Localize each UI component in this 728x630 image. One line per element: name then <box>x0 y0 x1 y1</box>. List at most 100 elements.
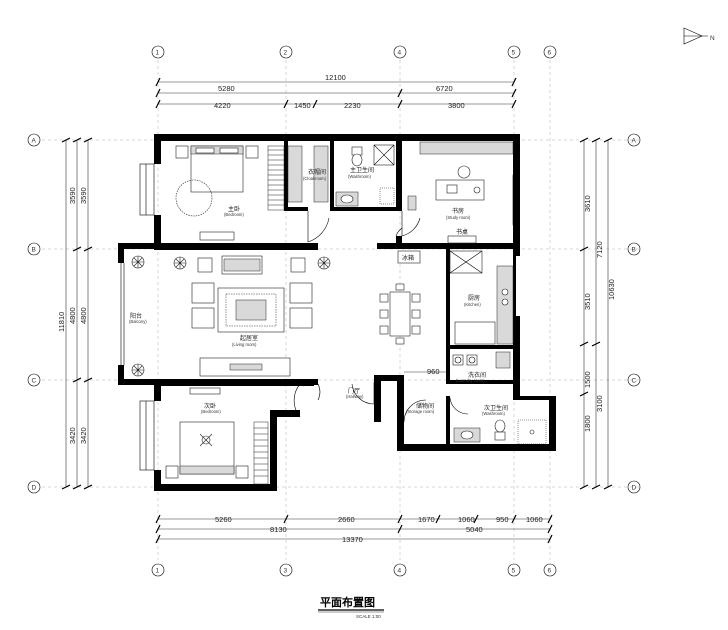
label-cloakroom-en: (Cloakroom) <box>303 176 327 181</box>
dim-top-5280: 5280 <box>218 84 235 93</box>
plan-title-block: 平面布置图 SCALE 1:00 <box>318 595 384 619</box>
dim-left-4800b: 4800 <box>79 307 88 324</box>
axis-rows-left: A B C D <box>27 133 41 494</box>
label-bath-2: 次卫生间 <box>484 404 508 412</box>
label-bedroom-2: 次卧 <box>204 402 216 410</box>
axis-rows-right: A B C D <box>627 133 641 494</box>
north-arrow-icon: N <box>683 27 715 45</box>
second-bedroom: 次卧 (Bedroom) <box>165 387 269 485</box>
plan-title: 平面布置图 <box>320 595 375 609</box>
label-master-bath-en: (Washroom) <box>348 174 371 179</box>
cloakroom: 衣帽间 (Cloakroom) <box>287 145 329 203</box>
armchair-right-top <box>289 282 313 304</box>
laundry: 洗衣间 (Laundry room) 960 <box>404 351 511 383</box>
axis-row-d-left: D <box>32 485 37 492</box>
dimensions-bottom: 5260 2660 1670 1060 950 1060 8130 5040 1… <box>155 514 553 544</box>
axis-row-b-left: B <box>32 247 36 254</box>
axis-col-5-bottom: 5 <box>512 568 516 575</box>
armchair-right-bottom <box>289 307 313 329</box>
axis-columns-bottom: 1 3 4 5 6 <box>151 563 557 577</box>
dim-bottom-1060b: 1060 <box>526 515 543 524</box>
north-label: N <box>710 35 715 42</box>
plant-icon <box>131 363 145 377</box>
storage: 储物间 (Storage room) <box>406 402 435 414</box>
axis-columns-top: 1 2 4 5 6 <box>151 45 557 59</box>
dimensions-top: 12100 5280 6720 4220 1450 2230 3800 <box>155 73 517 110</box>
dim-left-3590b: 3590 <box>79 187 88 204</box>
dim-left-overall: 11810 <box>57 312 66 332</box>
label-desk: 书桌 <box>456 228 468 236</box>
tv-cabinet <box>199 231 235 241</box>
dim-bottom-overall: 13370 <box>342 535 363 544</box>
bed-2 <box>179 421 235 475</box>
label-kitchen-en: (Kitchen) <box>464 302 481 307</box>
dim-top-2230: 2230 <box>344 101 361 110</box>
label-hallway-en: (Hallway) <box>346 394 364 399</box>
label-master-bath: 主卫生间 <box>350 166 374 174</box>
master-bedroom: 主卧 (Bedroom) <box>175 145 285 241</box>
balcony: 阳台 (Balcony) <box>129 255 147 377</box>
dimensions-left: 11810 3590 3590 4800 4800 3420 3420 <box>57 137 93 490</box>
dim-right-1500: 1500 <box>583 371 592 388</box>
dim-top-3800: 3800 <box>448 101 465 110</box>
kitchen: 冰箱 厨房 (Kitchen) <box>397 250 514 345</box>
round-rug <box>175 179 213 217</box>
axis-col-3-bottom: 3 <box>284 568 288 575</box>
label-living: 起居室 <box>240 334 258 342</box>
doors <box>293 211 469 423</box>
study-chair <box>457 165 471 179</box>
axis-col-5-top: 5 <box>512 50 516 57</box>
dim-top-4220: 4220 <box>214 101 231 110</box>
axis-col-1-top: 1 <box>156 50 160 57</box>
label-hallway: 门厅 <box>348 387 360 395</box>
axis-col-6-bottom: 6 <box>548 568 552 575</box>
toilet-icon <box>351 153 363 167</box>
toilet-tank-icon <box>494 431 506 441</box>
axis-row-c-right: C <box>632 378 637 385</box>
hallway: 门厅 (Hallway) <box>346 387 364 399</box>
dim-bottom-1670: 1670 <box>418 515 435 524</box>
label-kitchen: 厨房 <box>468 294 480 302</box>
walls <box>118 134 556 491</box>
dim-right-overall: 10630 <box>607 279 616 300</box>
dim-right-7120: 7120 <box>595 241 604 258</box>
dim-left-3590a: 3590 <box>68 187 77 204</box>
dim-bottom-950: 950 <box>496 515 509 524</box>
second-washroom: 次卫生间 (Washroom) <box>453 404 547 445</box>
dim-right-1800: 1800 <box>583 415 592 432</box>
label-bedroom-2-en: (Bedroom) <box>201 409 221 414</box>
label-laundry-en: (Laundry room) <box>456 378 485 383</box>
windows <box>139 163 520 471</box>
dim-left-3420a: 3420 <box>68 427 77 444</box>
shower-2 <box>517 419 547 445</box>
axis-row-a-right: A <box>632 138 637 145</box>
kitchen-island <box>454 321 496 345</box>
dim-top-overall: 12100 <box>325 73 346 82</box>
axis-col-4-bottom: 4 <box>398 568 402 575</box>
label-fridge: 冰箱 <box>402 254 414 262</box>
dim-bottom-1060a: 1060 <box>458 515 475 524</box>
armchair-left-bottom <box>191 307 215 329</box>
decor-icon <box>199 433 213 447</box>
label-living-en: (Living room) <box>232 342 257 347</box>
dining-table <box>389 291 411 337</box>
living-room: 起居室 (Living room) <box>173 255 331 377</box>
dim-left-4800a: 4800 <box>68 307 77 324</box>
dim-bottom-5260: 5260 <box>215 515 232 524</box>
dining <box>379 283 421 345</box>
dim-right-3610: 3610 <box>583 195 592 212</box>
label-cloakroom: 衣帽间 <box>308 168 326 176</box>
fridge <box>397 250 421 264</box>
dim-top-1450: 1450 <box>294 101 311 110</box>
coffee-table <box>235 299 267 321</box>
axis-row-d-right: D <box>632 485 637 492</box>
label-balcony: 阳台 <box>130 312 142 320</box>
axis-col-6-top: 6 <box>548 50 552 57</box>
dim-bottom-8130: 8130 <box>270 525 287 534</box>
label-master-bedroom-en: (Bedroom) <box>224 212 244 217</box>
axis-row-c-left: C <box>32 378 37 385</box>
label-storage: 储物间 <box>416 402 434 410</box>
axis-row-a-left: A <box>32 138 37 145</box>
label-storage-en: (Storage room) <box>406 409 435 414</box>
plant-icon <box>131 255 145 269</box>
